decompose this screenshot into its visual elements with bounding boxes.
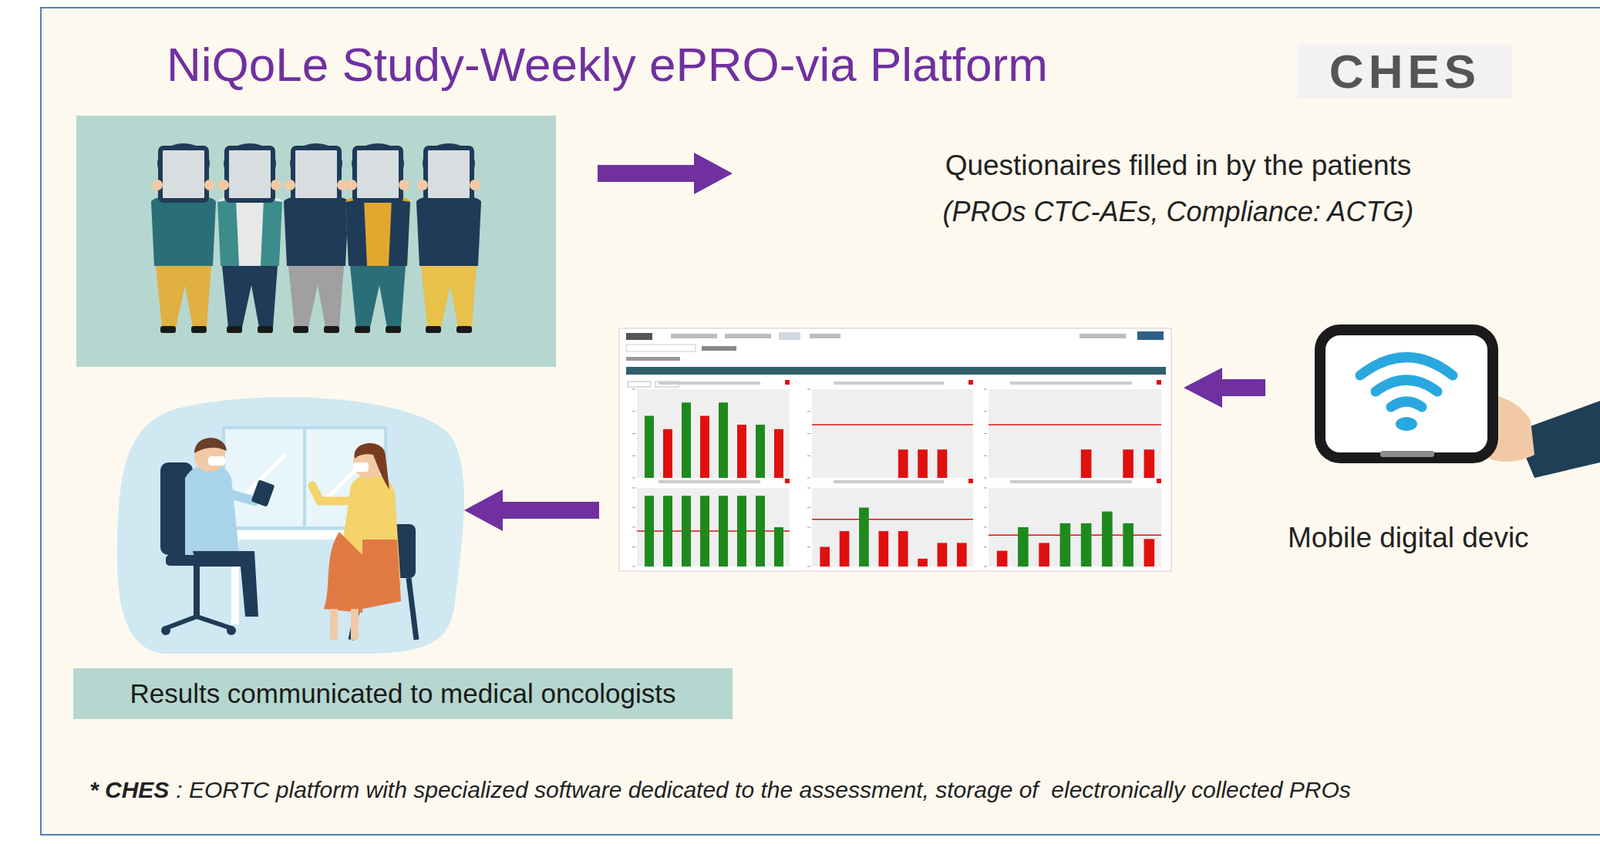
- flow-arrow: [464, 489, 600, 532]
- flow-arrow: [1183, 367, 1266, 408]
- box-text: Results communicated to medical oncologi…: [129, 678, 676, 710]
- step-detail: (PROs CTC-AEs, Compliance: ACTG): [943, 195, 1415, 229]
- people-panel: [76, 115, 556, 368]
- people-figures: [151, 143, 482, 334]
- result-box: Results communicated to medical oncologi…: [73, 668, 733, 720]
- device-caption: Mobile digital devic: [1287, 522, 1530, 555]
- frame: [40, 7, 1600, 836]
- dashboard-screenshot: [619, 328, 1172, 572]
- step-text: Questionaires filled in by the patients: [945, 149, 1412, 182]
- title: NiQoLe Study-Weekly ePRO-via Platform: [166, 37, 1048, 92]
- logo-text: CHES: [1303, 44, 1507, 99]
- flow-arrow: [597, 152, 733, 195]
- tablet-icon: [1320, 330, 1600, 479]
- consultation-illustration: [117, 397, 465, 654]
- footnote-mark: * CHES: [89, 777, 169, 803]
- footnote-text: : EORTC platform with specialized softwa…: [175, 777, 1351, 803]
- logo-ground: [1297, 44, 1513, 99]
- footnote: * CHES: EORTC platform with specialized …: [89, 777, 1351, 804]
